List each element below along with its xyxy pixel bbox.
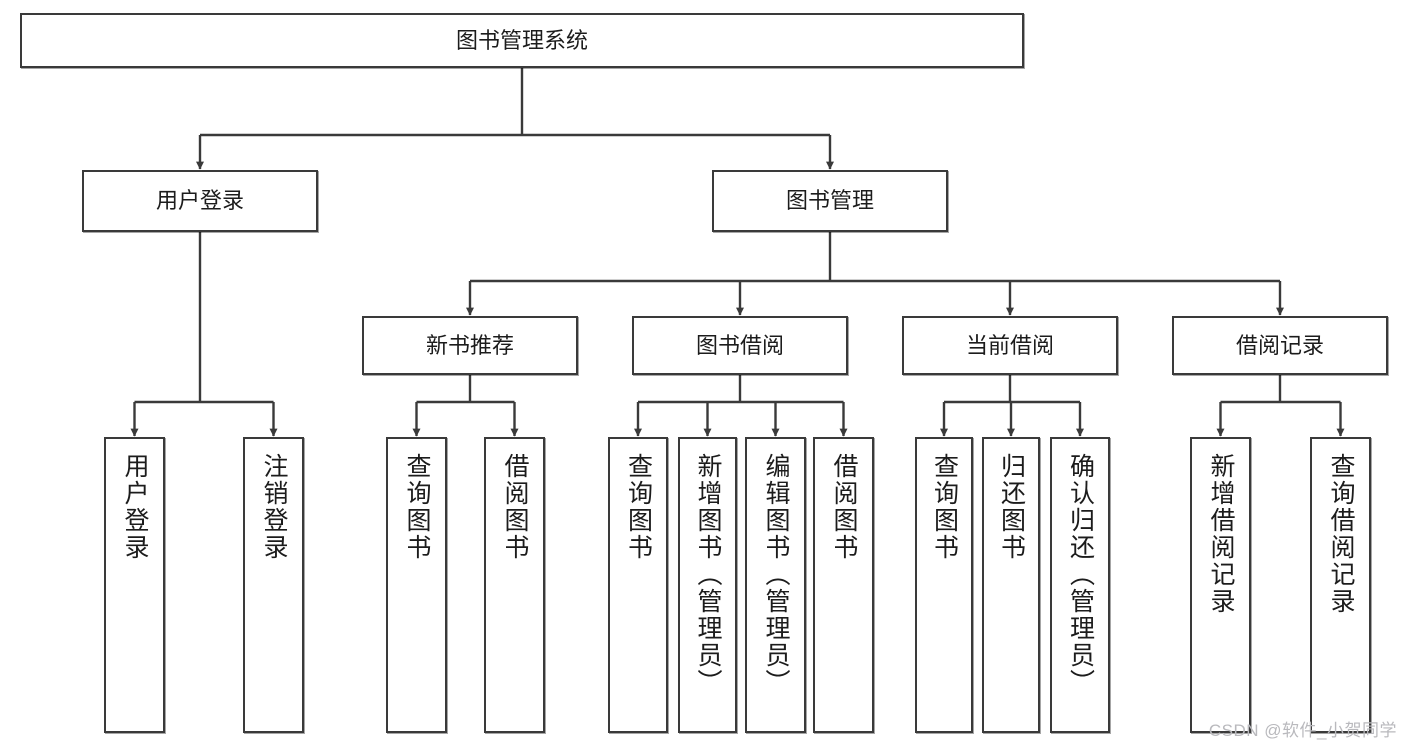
node-label: 新增图书（管理员） (694, 453, 722, 696)
node-leaf-return[interactable]: 归还图书 (982, 437, 1040, 733)
node-label: 当前借阅 (965, 332, 1054, 358)
node-leaf-addbook[interactable]: 新增图书（管理员） (678, 437, 737, 733)
node-label: 编辑图书（管理员） (762, 453, 790, 696)
watermark-text: CSDN @软件_小贺同学 (1208, 721, 1397, 740)
node-label: 借阅记录 (1235, 332, 1324, 358)
node-label: 归还图书 (997, 453, 1026, 561)
node-borrowrecord[interactable]: 借阅记录 (1172, 316, 1388, 375)
node-root[interactable]: 图书管理系统 (20, 13, 1024, 68)
node-newbook[interactable]: 新书推荐 (362, 316, 578, 375)
node-bookmgmt[interactable]: 图书管理 (712, 170, 948, 232)
node-label: 查询借阅记录 (1327, 453, 1355, 615)
node-leaf-addrec[interactable]: 新增借阅记录 (1190, 437, 1251, 733)
node-label: 图书管理 (785, 188, 874, 214)
node-label: 查询图书 (930, 453, 959, 561)
node-leaf-queryrec[interactable]: 查询借阅记录 (1310, 437, 1371, 733)
node-label: 图书管理系统 (455, 27, 588, 53)
node-label: 确认归还（管理员） (1066, 453, 1095, 696)
node-leaf-borrow2[interactable]: 借阅图书 (813, 437, 874, 733)
node-label: 新书推荐 (425, 332, 514, 358)
node-label: 借阅图书 (501, 453, 529, 561)
node-label: 借阅图书 (830, 453, 858, 561)
node-leaf-query2[interactable]: 查询图书 (608, 437, 668, 733)
node-label: 用户登录 (121, 453, 149, 561)
node-label: 图书借阅 (695, 332, 784, 358)
node-label: 注销登录 (260, 453, 288, 561)
node-leaf-borrow1[interactable]: 借阅图书 (484, 437, 545, 733)
node-label: 查询图书 (624, 453, 653, 561)
node-leaf-confirm[interactable]: 确认归还（管理员） (1050, 437, 1110, 733)
node-label: 用户登录 (155, 188, 244, 214)
node-leaf-query1[interactable]: 查询图书 (386, 437, 447, 733)
node-leaf-logout[interactable]: 注销登录 (243, 437, 304, 733)
node-leaf-userlogin[interactable]: 用户登录 (104, 437, 165, 733)
node-currentborrow[interactable]: 当前借阅 (902, 316, 1118, 375)
node-leaf-query3[interactable]: 查询图书 (915, 437, 973, 733)
node-label: 查询图书 (403, 453, 431, 561)
node-label: 新增借阅记录 (1207, 453, 1235, 615)
node-login[interactable]: 用户登录 (82, 170, 318, 232)
node-leaf-editbook[interactable]: 编辑图书（管理员） (745, 437, 806, 733)
node-borrowbook[interactable]: 图书借阅 (632, 316, 848, 375)
